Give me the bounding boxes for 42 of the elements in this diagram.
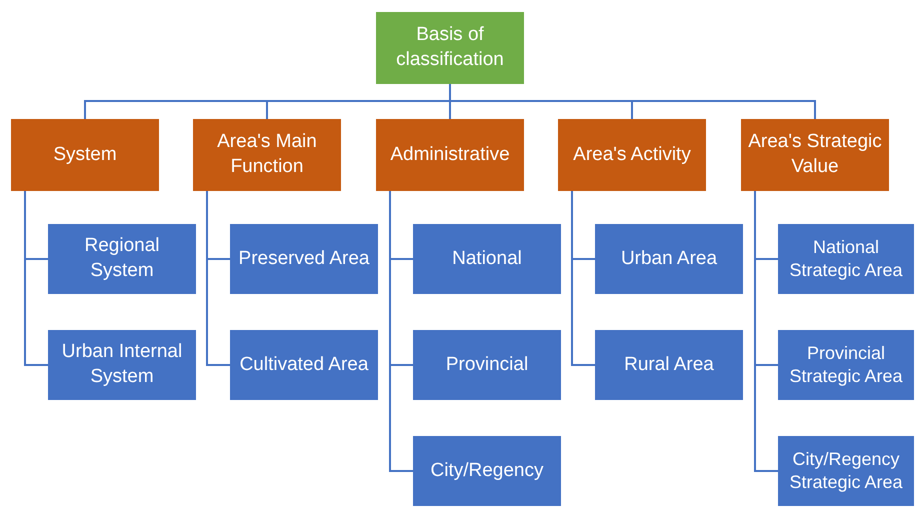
subcategory-box	[413, 330, 561, 400]
node-label: System	[53, 142, 117, 167]
subcategory-box	[230, 330, 378, 400]
root-box	[376, 12, 524, 84]
connector-line	[24, 191, 48, 366]
node-label: Area's Main Function	[216, 130, 318, 179]
subcategory-box	[778, 436, 914, 506]
connector-line	[449, 84, 816, 119]
subcategory-box	[595, 224, 743, 294]
node-label: Administrative	[390, 142, 510, 167]
subcategory-box	[48, 330, 196, 400]
subcategory-box	[595, 330, 743, 400]
node-label: Provincial	[446, 352, 528, 377]
node-label: Provincial Strategic Area	[788, 342, 904, 388]
node-label: Cultivated Area	[240, 352, 368, 377]
node-label: Basis of classification	[395, 23, 505, 72]
category-box	[193, 119, 341, 191]
node-label: Preserved Area	[238, 246, 370, 271]
node-label: National Strategic Area	[788, 236, 904, 282]
category-box	[741, 119, 889, 191]
node-label: National	[452, 246, 522, 271]
node-label: Area's Strategic Value	[747, 130, 883, 179]
node-label: Urban Area	[620, 246, 718, 271]
subcategory-box	[413, 436, 561, 506]
node-label: City/Regency	[430, 458, 544, 483]
node-label: Area's Activity	[573, 142, 691, 167]
subcategory-box	[413, 224, 561, 294]
subcategory-box	[778, 224, 914, 294]
node-label: Regional System	[84, 234, 160, 283]
connector-line	[206, 191, 230, 366]
node-label: Urban Internal System	[60, 340, 184, 389]
connector-line	[571, 191, 595, 366]
subcategory-box	[778, 330, 914, 400]
category-box	[376, 119, 524, 191]
subcategory-box	[48, 224, 196, 294]
subcategory-box	[230, 224, 378, 294]
category-box	[558, 119, 706, 191]
connector-line	[389, 191, 413, 472]
category-box	[11, 119, 159, 191]
node-label: City/Regency Strategic Area	[788, 448, 904, 494]
node-label: Rural Area	[624, 352, 714, 377]
connector-line	[754, 191, 778, 472]
